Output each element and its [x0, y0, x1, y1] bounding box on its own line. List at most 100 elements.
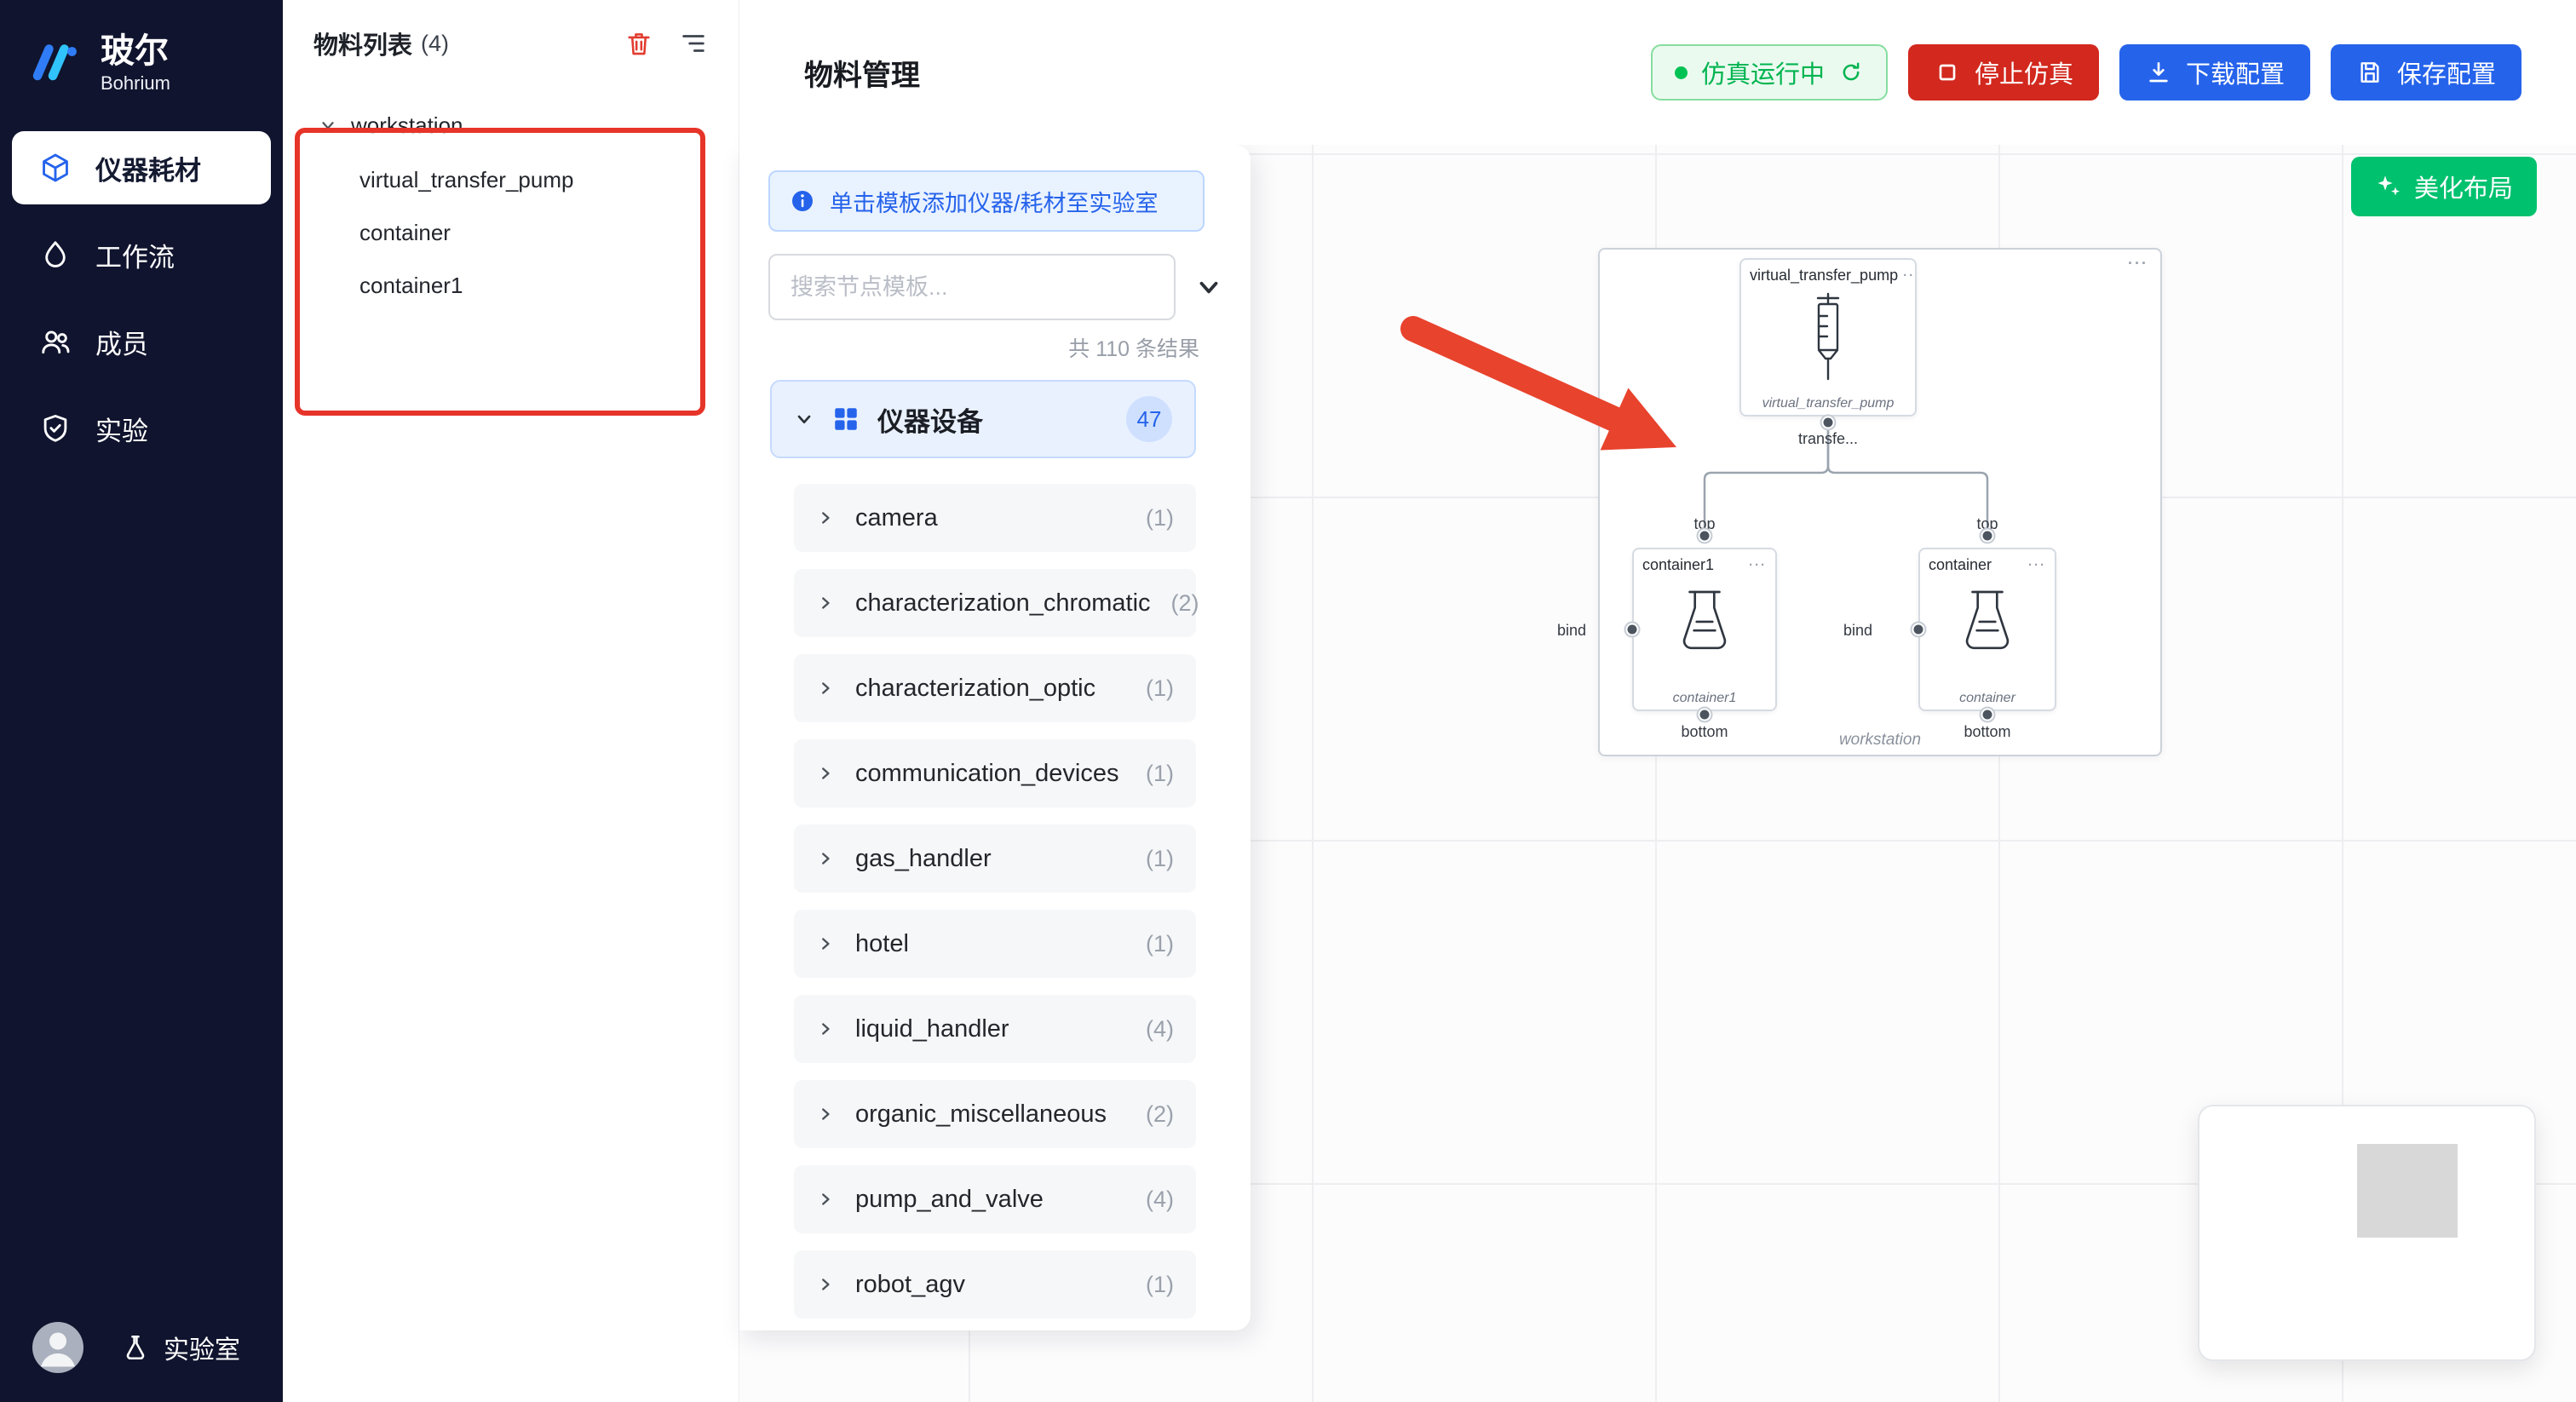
stop-button-label: 停止仿真	[1974, 61, 2073, 89]
tree-node-label: workstation	[351, 112, 463, 138]
sidebar-nav: 仪器耗材 工作流 成员	[0, 119, 283, 477]
category-label: 仪器设备	[877, 406, 983, 437]
node-more-icon[interactable]: ···	[1903, 268, 1915, 283]
workstation-group[interactable]: ··· workstation virtual_transfer_pump ··…	[1557, 248, 2162, 756]
template-item-pump-and-valve[interactable]: pump_and_valve (4)	[794, 1165, 1196, 1233]
tree-node-workstation[interactable]: workstation	[283, 97, 739, 153]
template-item-count: (2)	[1170, 589, 1199, 616]
template-item-count: (4)	[1146, 1015, 1174, 1042]
template-item-liquid-handler[interactable]: liquid_handler (4)	[794, 995, 1196, 1063]
template-item-count: (1)	[1146, 675, 1174, 701]
chevron-right-icon	[816, 934, 835, 953]
brand-title: 玻尔	[101, 32, 169, 70]
template-item-label: communication_devices	[855, 759, 1119, 787]
container1-bind-port[interactable]	[1627, 624, 1637, 635]
download-button-label: 下载配置	[2185, 61, 2285, 89]
users-icon	[39, 325, 72, 358]
template-item-characterization-chromatic[interactable]: characterization_chromatic (2)	[794, 569, 1199, 637]
stop-icon	[1934, 59, 1961, 86]
save-button-label: 保存配置	[2396, 61, 2496, 89]
node-title: container	[1929, 556, 1992, 573]
template-item-communication-devices[interactable]: communication_devices (1)	[794, 739, 1196, 807]
node-virtual-transfer-pump[interactable]: virtual_transfer_pump ···	[1739, 258, 1917, 417]
container1-bottom-port-label: bottom	[1681, 723, 1728, 740]
group-more-icon[interactable]: ···	[2128, 255, 2148, 272]
cube-icon	[39, 152, 72, 184]
template-item-label: pump_and_valve	[855, 1185, 1044, 1213]
tree-node-label: container	[359, 219, 451, 245]
delete-icon[interactable]	[624, 29, 653, 58]
template-item-count: (1)	[1146, 760, 1174, 786]
stop-simulation-button[interactable]: 停止仿真	[1907, 44, 2099, 101]
template-item-gas-handler[interactable]: gas_handler (1)	[794, 825, 1196, 893]
node-more-icon[interactable]: ···	[1749, 558, 1767, 572]
simulation-status-pill[interactable]: 仿真运行中	[1650, 44, 1888, 101]
results-count: 共 110 条结果	[1068, 337, 1199, 361]
template-item-label: robot_agv	[855, 1270, 965, 1298]
minimap-viewport	[2357, 1144, 2458, 1238]
pump-output-port[interactable]	[1823, 417, 1833, 428]
beaker-icon	[1920, 574, 2055, 664]
material-list-count: (4)	[421, 30, 450, 56]
chevron-right-icon	[816, 849, 835, 868]
category-instruments[interactable]: 仪器设备 47	[770, 380, 1196, 458]
template-item-label: camera	[855, 503, 938, 531]
container1-top-port-label: top	[1693, 515, 1716, 532]
sidebar-item-members[interactable]: 成员	[12, 305, 271, 378]
tree-node-pump[interactable]: virtual_transfer_pump	[283, 153, 739, 206]
download-config-button[interactable]: 下载配置	[2119, 44, 2310, 101]
chevron-right-icon	[816, 594, 835, 612]
sidebar-item-lab[interactable]: 实验室	[121, 1329, 240, 1366]
template-item-hotel[interactable]: hotel (1)	[794, 910, 1196, 978]
template-item-count: (1)	[1146, 1271, 1174, 1297]
node-subtitle: container	[1959, 691, 2015, 705]
beautify-button-label: 美化布局	[2413, 175, 2513, 203]
sidebar-item-experiments[interactable]: 实验	[12, 392, 271, 465]
page-title: 物料管理	[804, 59, 920, 92]
sidebar-item-instruments[interactable]: 仪器耗材	[12, 131, 271, 205]
save-icon	[2356, 59, 2383, 86]
tree-node-container[interactable]: container	[283, 206, 739, 259]
container1-bind-port-label: bind	[1557, 622, 1587, 639]
node-more-icon[interactable]: ···	[2028, 558, 2046, 572]
template-item-camera[interactable]: camera (1)	[794, 484, 1196, 552]
chevron-down-icon	[794, 409, 814, 429]
minimap[interactable]	[2198, 1105, 2536, 1361]
node-container1[interactable]: container1 ··· container1	[1632, 548, 1777, 711]
save-config-button[interactable]: 保存配置	[2330, 44, 2521, 101]
container-bottom-port[interactable]	[1982, 710, 1992, 720]
download-icon	[2145, 59, 2172, 86]
tree-view-icon[interactable]	[679, 29, 708, 58]
template-item-label: liquid_handler	[855, 1014, 1009, 1043]
tree-node-container1[interactable]: container1	[283, 259, 739, 312]
search-input[interactable]	[768, 254, 1176, 320]
template-item-characterization-optic[interactable]: characterization_optic (1)	[794, 654, 1196, 722]
chevron-right-icon	[816, 1020, 835, 1038]
user-avatar[interactable]	[32, 1322, 83, 1373]
chevron-right-icon	[816, 1275, 835, 1294]
status-label: 仿真运行中	[1700, 61, 1825, 89]
collapse-panel-icon[interactable]	[1194, 273, 1223, 302]
workflow-canvas[interactable]: 美化布局 单击模板添加仪器/耗材至实验室	[739, 145, 2576, 1402]
beautify-layout-button[interactable]: 美化布局	[2350, 157, 2537, 216]
template-item-label: characterization_chromatic	[855, 589, 1151, 617]
template-item-organic-miscellaneous[interactable]: organic_miscellaneous (2)	[794, 1080, 1196, 1148]
container1-top-port[interactable]	[1699, 531, 1710, 541]
container-bind-port[interactable]	[1913, 624, 1923, 635]
container1-bottom-port[interactable]	[1699, 710, 1710, 720]
template-item-count: (4)	[1146, 1186, 1174, 1212]
workstation-group-label: workstation	[1838, 731, 1922, 749]
sidebar-item-label: 成员	[95, 329, 148, 359]
sidebar-item-workflow[interactable]: 工作流	[12, 218, 271, 291]
shield-icon	[39, 412, 72, 445]
node-container[interactable]: container ··· container	[1918, 548, 2056, 711]
template-item-count: (1)	[1146, 504, 1174, 531]
grid-icon	[831, 405, 860, 434]
template-item-label: hotel	[855, 929, 909, 957]
container-top-port[interactable]	[1982, 531, 1992, 541]
syringe-icon	[1741, 284, 1915, 388]
template-item-robot-agv[interactable]: robot_agv (1)	[794, 1250, 1196, 1319]
chevron-down-icon	[319, 116, 337, 135]
node-title: container1	[1642, 556, 1715, 573]
chevron-right-icon	[816, 1190, 835, 1209]
